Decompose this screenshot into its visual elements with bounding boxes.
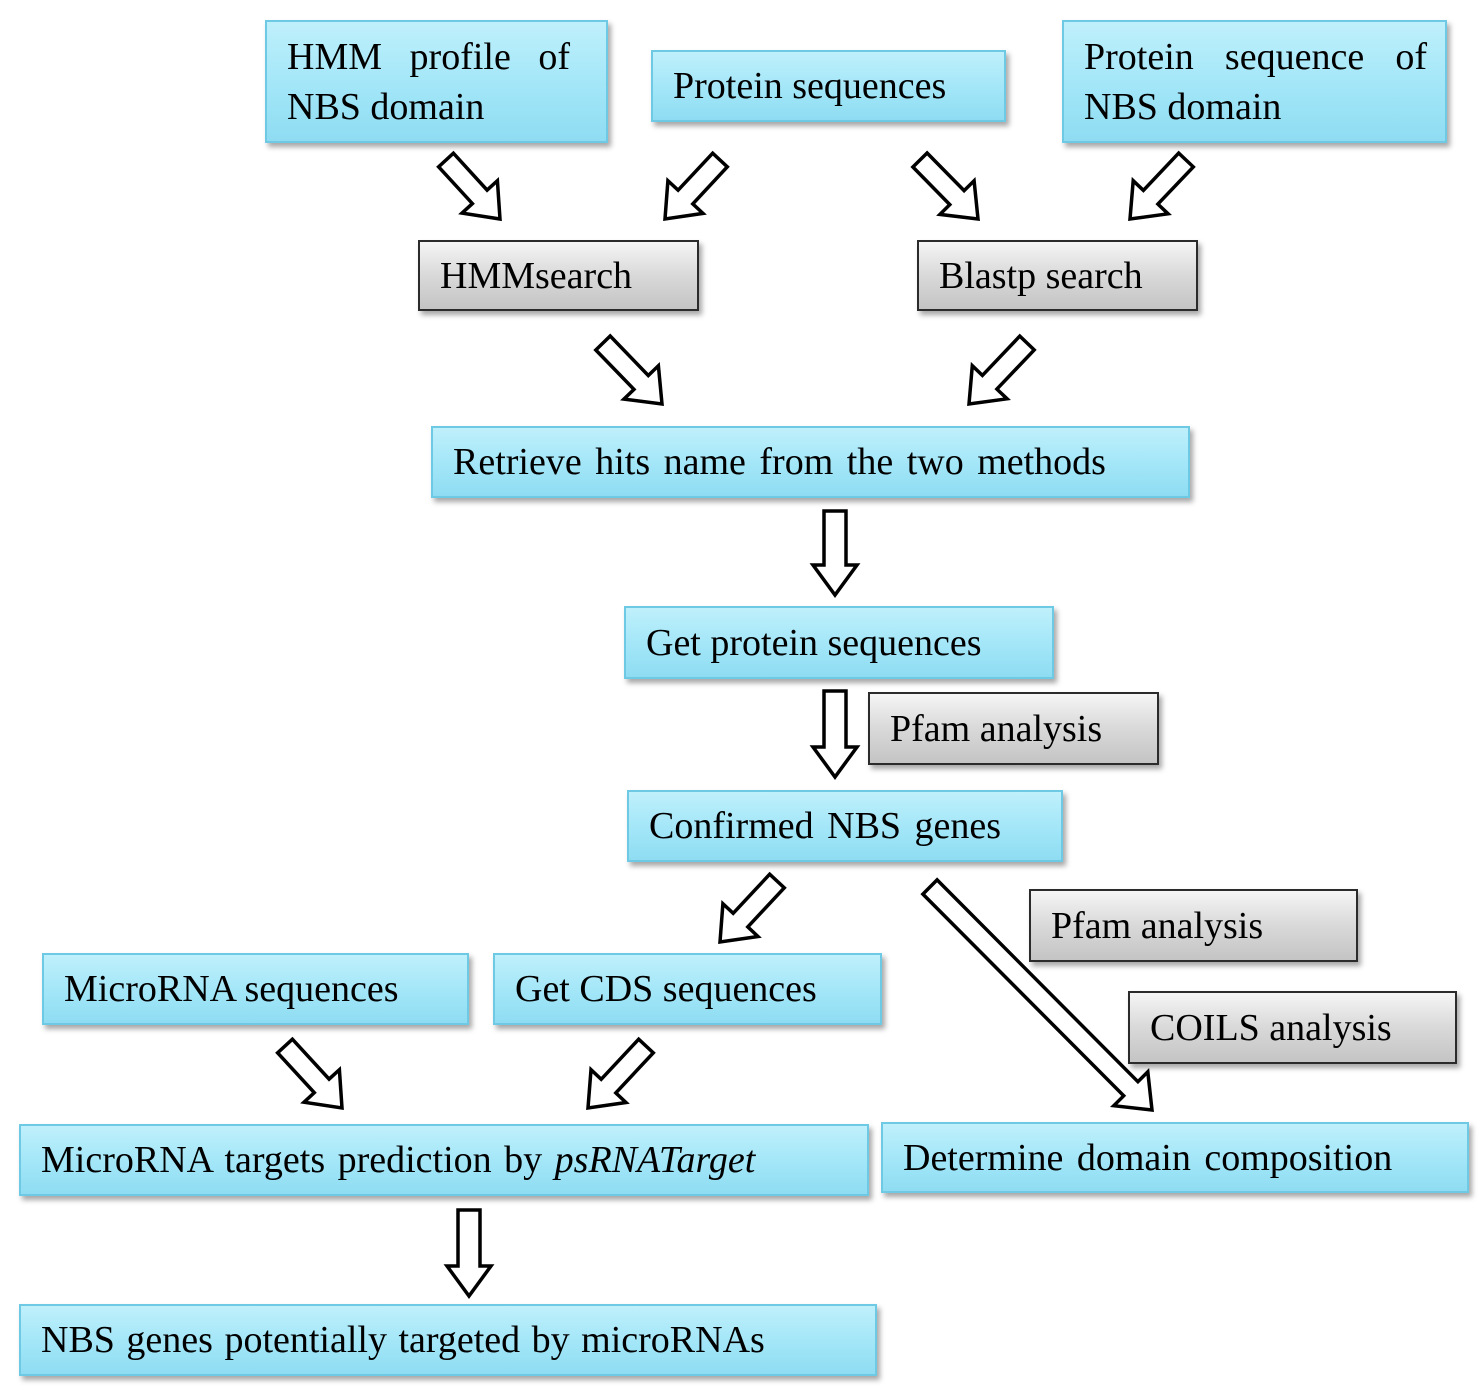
nbs-genes-targeted-box: NBS genes potentially targeted by microR… xyxy=(19,1304,877,1376)
microrna-targets-prediction-label: MicroRNA targets prediction by psRNATarg… xyxy=(41,1135,755,1185)
arrow-blastp-to-retrieve xyxy=(967,333,1037,407)
pfam-analysis-box-1: Pfam analysis xyxy=(868,692,1159,765)
coils-analysis-box: COILS analysis xyxy=(1128,991,1457,1064)
blastp-search-label: Blastp search xyxy=(939,254,1143,297)
confirmed-nbs-genes-label: Confirmed NBS genes xyxy=(649,805,1002,847)
arrow-microrna-to-targets xyxy=(275,1036,344,1111)
retrieve-hits-label: Retrieve hits name from the two methods xyxy=(453,441,1106,483)
psrnatarget-tool-name: psRNATarget xyxy=(554,1139,756,1181)
hmmsearch-label: HMMsearch xyxy=(440,254,633,297)
microrna-targets-prediction-box: MicroRNA targets prediction by psRNATarg… xyxy=(19,1124,869,1196)
arrow-confirmed-to-get-cds xyxy=(718,871,787,945)
protein-sequences-box: Protein sequences xyxy=(651,50,1006,122)
protein-sequences-label: Protein sequences xyxy=(673,65,947,107)
pfam-analysis-box-2: Pfam analysis xyxy=(1029,889,1358,962)
hmm-profile-line2: NBS domain xyxy=(287,85,485,128)
confirmed-nbs-genes-box: Confirmed NBS genes xyxy=(627,790,1063,862)
get-cds-sequences-label: Get CDS sequences xyxy=(515,968,817,1010)
pfam-analysis-label-1: Pfam analysis xyxy=(890,707,1103,750)
determine-domain-composition-label: Determine domain composition xyxy=(903,1136,1393,1179)
hmmsearch-box: HMMsearch xyxy=(418,240,699,311)
arrow-confirmed-to-domain xyxy=(920,877,1154,1112)
retrieve-hits-box: Retrieve hits name from the two methods xyxy=(431,426,1190,498)
arrow-retrieve-to-get-protein xyxy=(809,509,861,598)
blastp-search-box: Blastp search xyxy=(917,240,1198,311)
microrna-sequences-label: MicroRNA sequences xyxy=(64,968,399,1010)
arrow-get-protein-to-confirmed xyxy=(809,689,861,780)
get-protein-sequences-box: Get protein sequences xyxy=(624,606,1054,679)
hmm-profile-line1: HMM profile of xyxy=(287,35,570,78)
arrow-protein-to-hmmsearch xyxy=(663,150,730,222)
arrow-hmmsearch-to-retrieve xyxy=(593,333,664,407)
get-cds-sequences-box: Get CDS sequences xyxy=(493,953,882,1025)
determine-domain-composition-box: Determine domain composition xyxy=(881,1122,1469,1193)
coils-analysis-label: COILS analysis xyxy=(1150,1006,1392,1049)
hmm-profile-box: HMM profile of NBS domain xyxy=(265,20,608,143)
nbs-genes-targeted-label: NBS genes potentially targeted by microR… xyxy=(41,1319,765,1361)
microrna-sequences-box: MicroRNA sequences xyxy=(42,953,469,1025)
microrna-targets-prediction-text: MicroRNA targets prediction by xyxy=(41,1139,555,1181)
get-protein-sequences-label: Get protein sequences xyxy=(646,621,982,664)
protein-sequence-nbs-line1: Protein sequence of xyxy=(1084,35,1427,78)
arrow-targets-to-nbs-targeted xyxy=(443,1208,495,1299)
protein-sequence-nbs-box: Protein sequence of NBS domain xyxy=(1062,20,1447,143)
arrow-cds-to-targets xyxy=(586,1036,656,1111)
pfam-analysis-label-2: Pfam analysis xyxy=(1051,904,1264,947)
protein-sequence-nbs-line2: NBS domain xyxy=(1084,85,1282,128)
arrow-protein-to-blastp xyxy=(910,150,980,221)
arrow-nbs-protein-to-blastp xyxy=(1128,150,1196,222)
arrow-hmm-profile-to-hmmsearch xyxy=(436,150,502,222)
